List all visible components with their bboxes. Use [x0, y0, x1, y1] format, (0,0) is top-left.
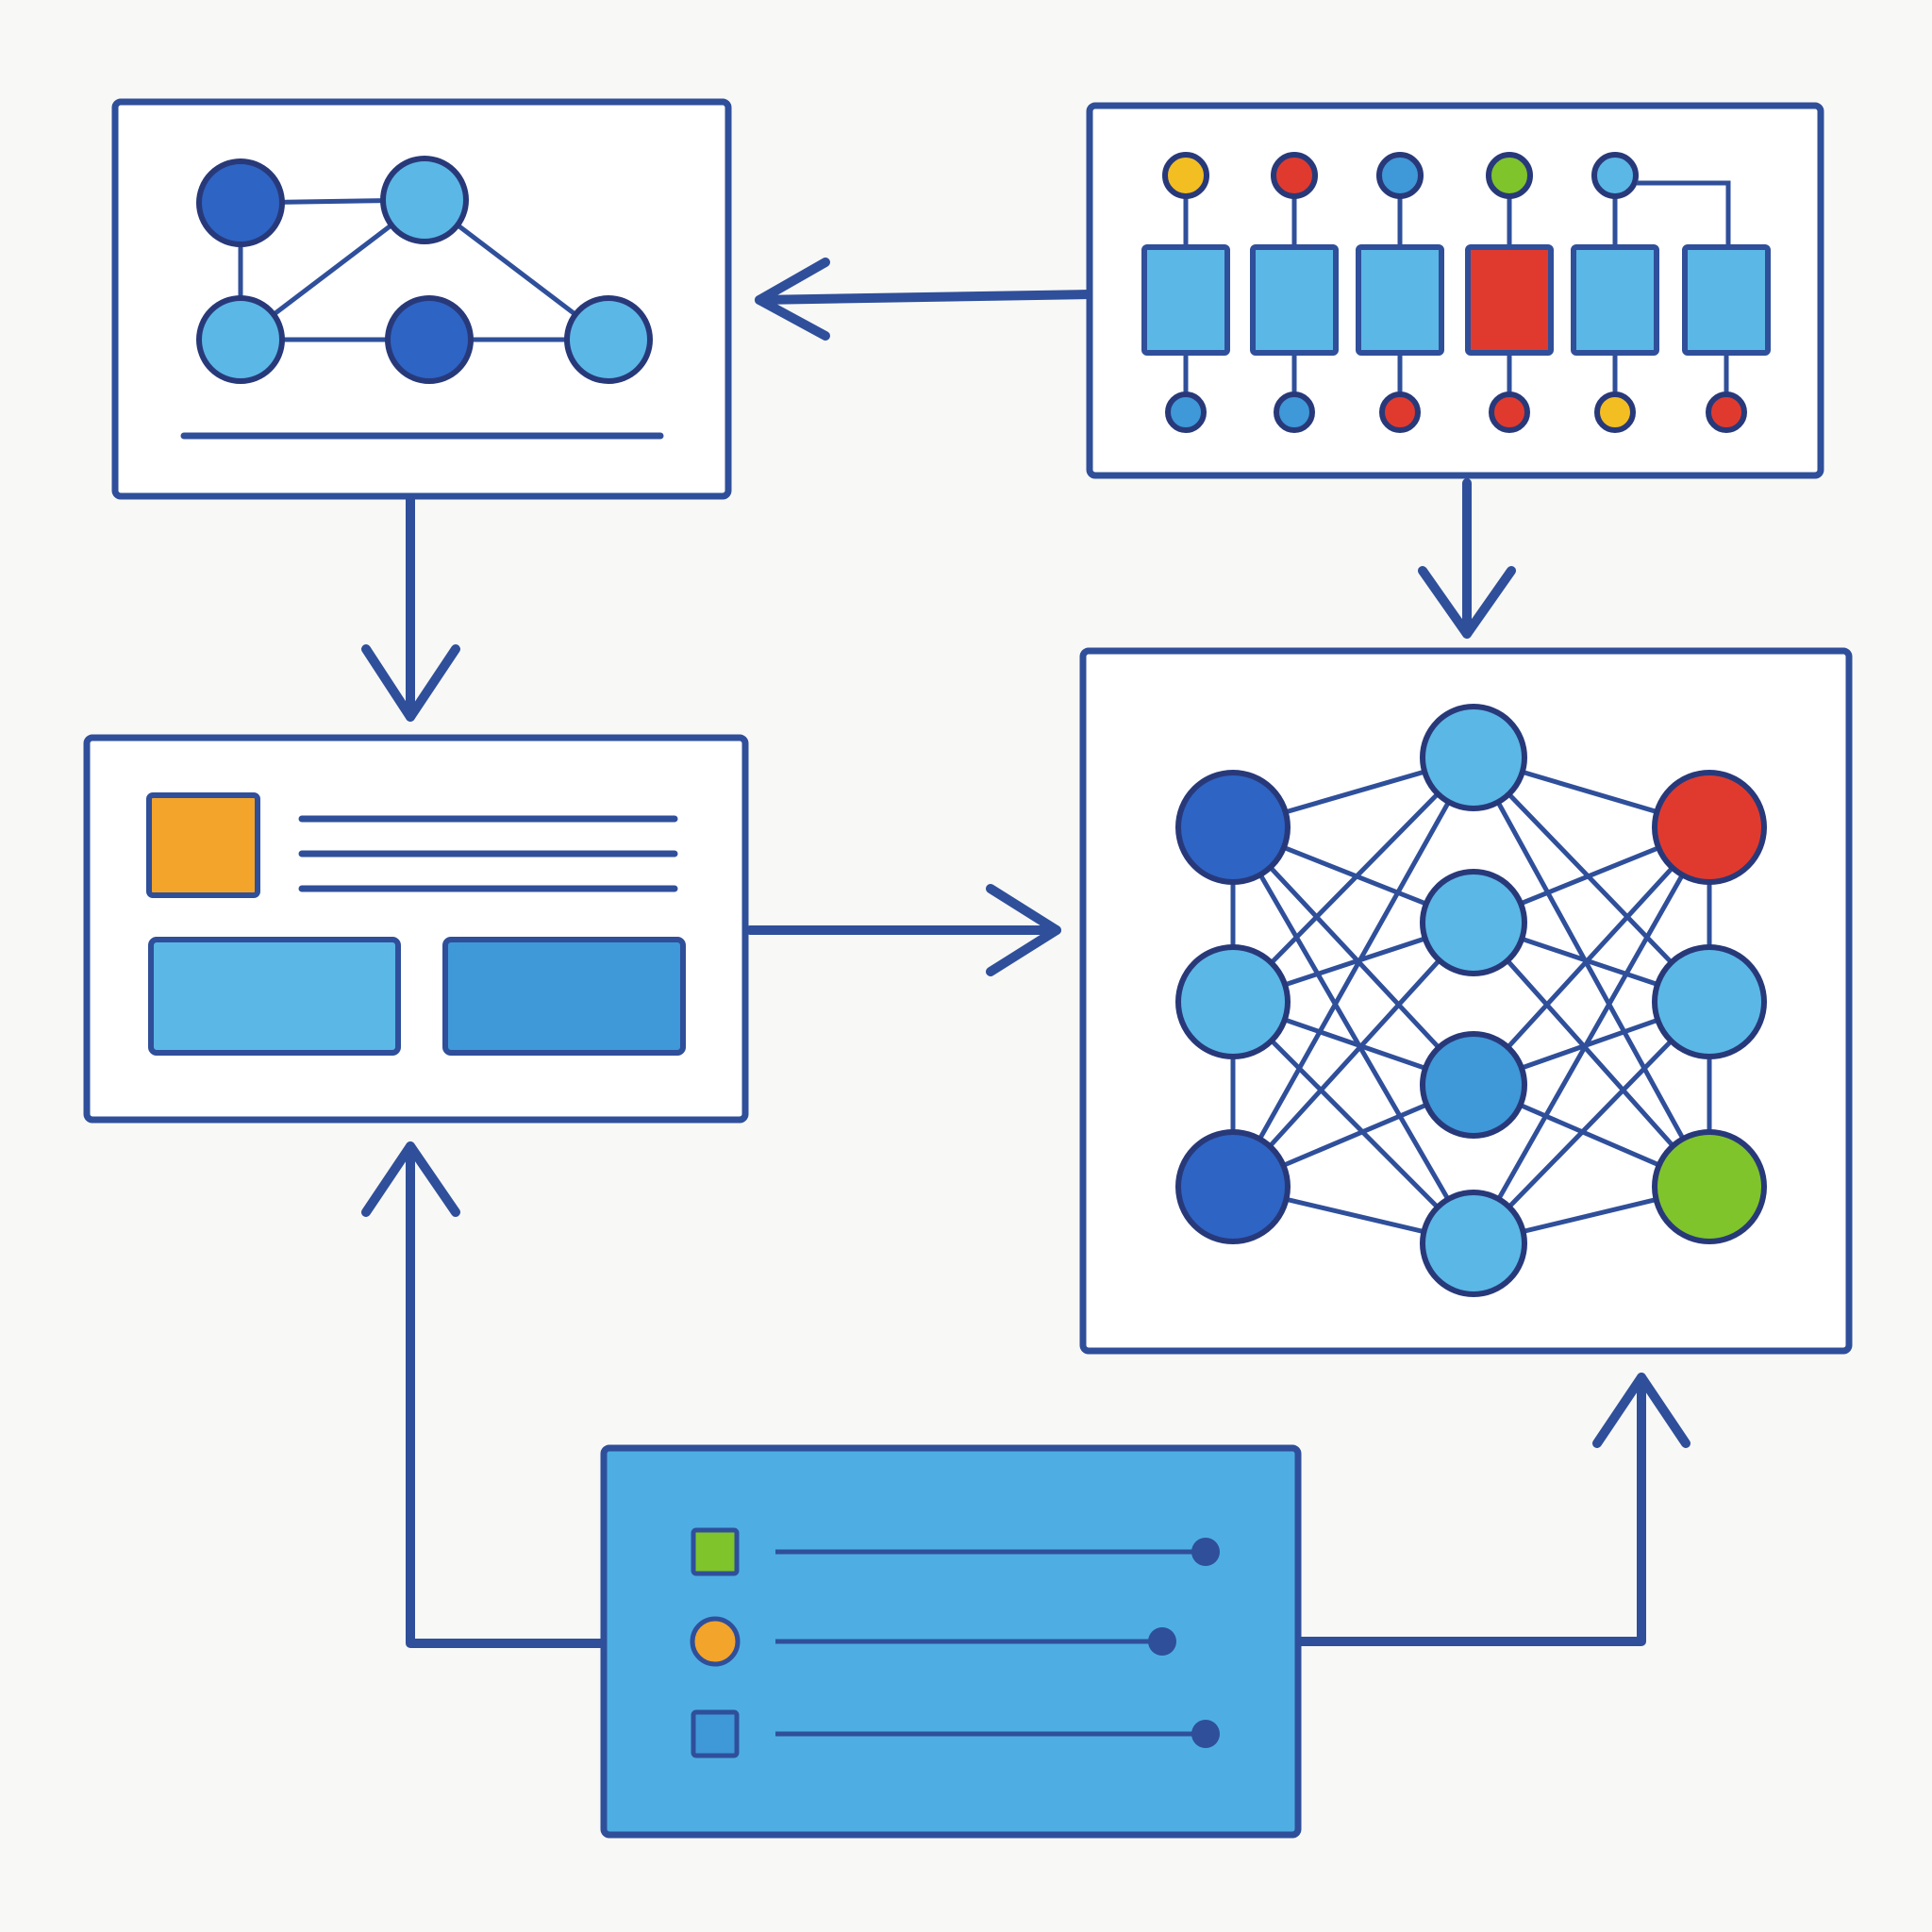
network-node [1652, 770, 1767, 885]
sequence-column [1465, 152, 1554, 433]
graph-node [196, 158, 285, 247]
arrow-card-to-network [745, 884, 1061, 976]
network-node [1420, 1031, 1527, 1139]
sequence-bottom-dot [1379, 391, 1421, 433]
sequence-bottom-dot [1489, 391, 1530, 433]
list-marker-square [691, 1527, 740, 1576]
neural-network-panel [1079, 647, 1853, 1355]
sequence-bottom-dot [1706, 391, 1747, 433]
sequence-column [1141, 152, 1230, 433]
sequence-block [1682, 244, 1771, 356]
list-marker-square [691, 1709, 740, 1758]
sequence-top-dot [1162, 152, 1209, 199]
sequence-bottom-dot [1165, 391, 1207, 433]
neural-network-icon [1175, 704, 1767, 1297]
arrow-list-to-card [361, 1141, 608, 1648]
arrow-sequence-to-network [1418, 478, 1516, 639]
sequence-link [1637, 180, 1731, 247]
sequence-block [1571, 244, 1659, 356]
sequence-column [1356, 152, 1444, 433]
sequence-panel [1086, 102, 1824, 479]
network-node [1175, 770, 1291, 885]
sequence-column [1250, 152, 1339, 433]
slider-knob [1191, 1538, 1220, 1566]
slider-knob [1191, 1720, 1220, 1748]
list-item [691, 1709, 1220, 1758]
graph-node [385, 295, 474, 384]
list-item [690, 1616, 1176, 1667]
graph-node [196, 295, 285, 384]
list-panel [600, 1444, 1302, 1839]
sequence-column [1571, 152, 1659, 433]
slider-knob [1148, 1627, 1176, 1656]
connectors [361, 258, 1690, 1648]
network-node [1420, 1190, 1527, 1297]
arrow-sequence-to-graph [755, 258, 1094, 341]
thumbnail-square [146, 792, 260, 898]
sequence-column [1682, 244, 1771, 433]
sequence-block [1141, 244, 1230, 356]
sequence-top-dot [1591, 152, 1639, 199]
sequence-block [1250, 244, 1339, 356]
graph-node [380, 156, 469, 244]
sequence-top-dot [1271, 152, 1318, 199]
network-node [1420, 704, 1527, 811]
network-node [1175, 1129, 1291, 1244]
list-marker-circle [690, 1616, 741, 1667]
graph-node [564, 295, 653, 384]
sequence-chain-icon [1141, 152, 1771, 433]
card-button-right [442, 937, 686, 1056]
card-panel [83, 734, 749, 1124]
graph-panel [111, 98, 732, 500]
document-card-icon [146, 792, 686, 1056]
arrow-list-to-network [1293, 1373, 1690, 1646]
sequence-block [1356, 244, 1444, 356]
sequence-bottom-dot [1274, 391, 1315, 433]
network-node [1652, 944, 1767, 1059]
sequence-top-dot [1486, 152, 1533, 199]
list-item [691, 1527, 1220, 1576]
network-node [1420, 869, 1527, 976]
arrow-graph-to-card [361, 493, 460, 722]
sequence-top-dot [1376, 152, 1424, 199]
network-graph-icon [196, 156, 653, 384]
network-node [1652, 1129, 1767, 1244]
network-node [1175, 944, 1291, 1059]
sequence-block [1465, 244, 1554, 356]
card-button-left [148, 937, 401, 1056]
settings-list-icon [690, 1527, 1220, 1758]
sequence-bottom-dot [1594, 391, 1636, 433]
